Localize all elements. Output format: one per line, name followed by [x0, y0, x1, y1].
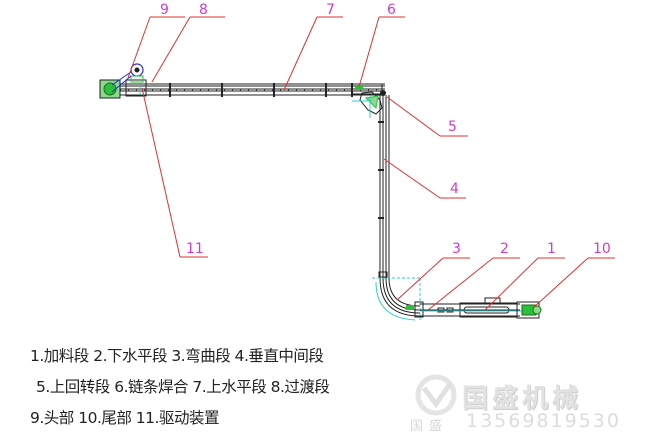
callout-10: 10	[593, 241, 611, 257]
callout-2: 2	[500, 241, 509, 257]
head-unit	[99, 63, 147, 99]
callout-11: 11	[186, 241, 204, 257]
watermark-phone: 13569819530	[466, 410, 621, 432]
callout-8: 8	[199, 2, 208, 18]
callout-7: 7	[326, 2, 335, 18]
upper-turning-section	[351, 83, 386, 118]
leader-lines	[127, 16, 615, 311]
legend-line-1: 1.加料段 2.下水平段 3.弯曲段 4.垂直中间段	[30, 347, 324, 365]
upper-horizontal-section	[118, 83, 385, 97]
lower-horizontal-section	[406, 301, 520, 318]
callout-4: 4	[450, 181, 459, 197]
tail-unit	[516, 301, 542, 319]
watermark-small-text: 国盛	[410, 419, 449, 434]
callout-9: 9	[160, 2, 169, 18]
vertical-section	[378, 95, 390, 278]
callout-3: 3	[452, 241, 461, 257]
callout-6: 6	[387, 2, 396, 18]
callout-1: 1	[547, 241, 556, 257]
bend-section	[372, 271, 421, 321]
watermark-company-name: 国盛机械	[462, 384, 583, 414]
feeding-section	[420, 297, 535, 318]
legend-line-2: 5.上回转段 6.链条焊合 7.上水平段 8.过渡段	[36, 378, 330, 396]
watermark-logo-icon	[415, 374, 457, 416]
legend-line-3: 9.头部 10.尾部 11.驱动装置	[30, 409, 219, 427]
callout-5: 5	[448, 119, 457, 135]
